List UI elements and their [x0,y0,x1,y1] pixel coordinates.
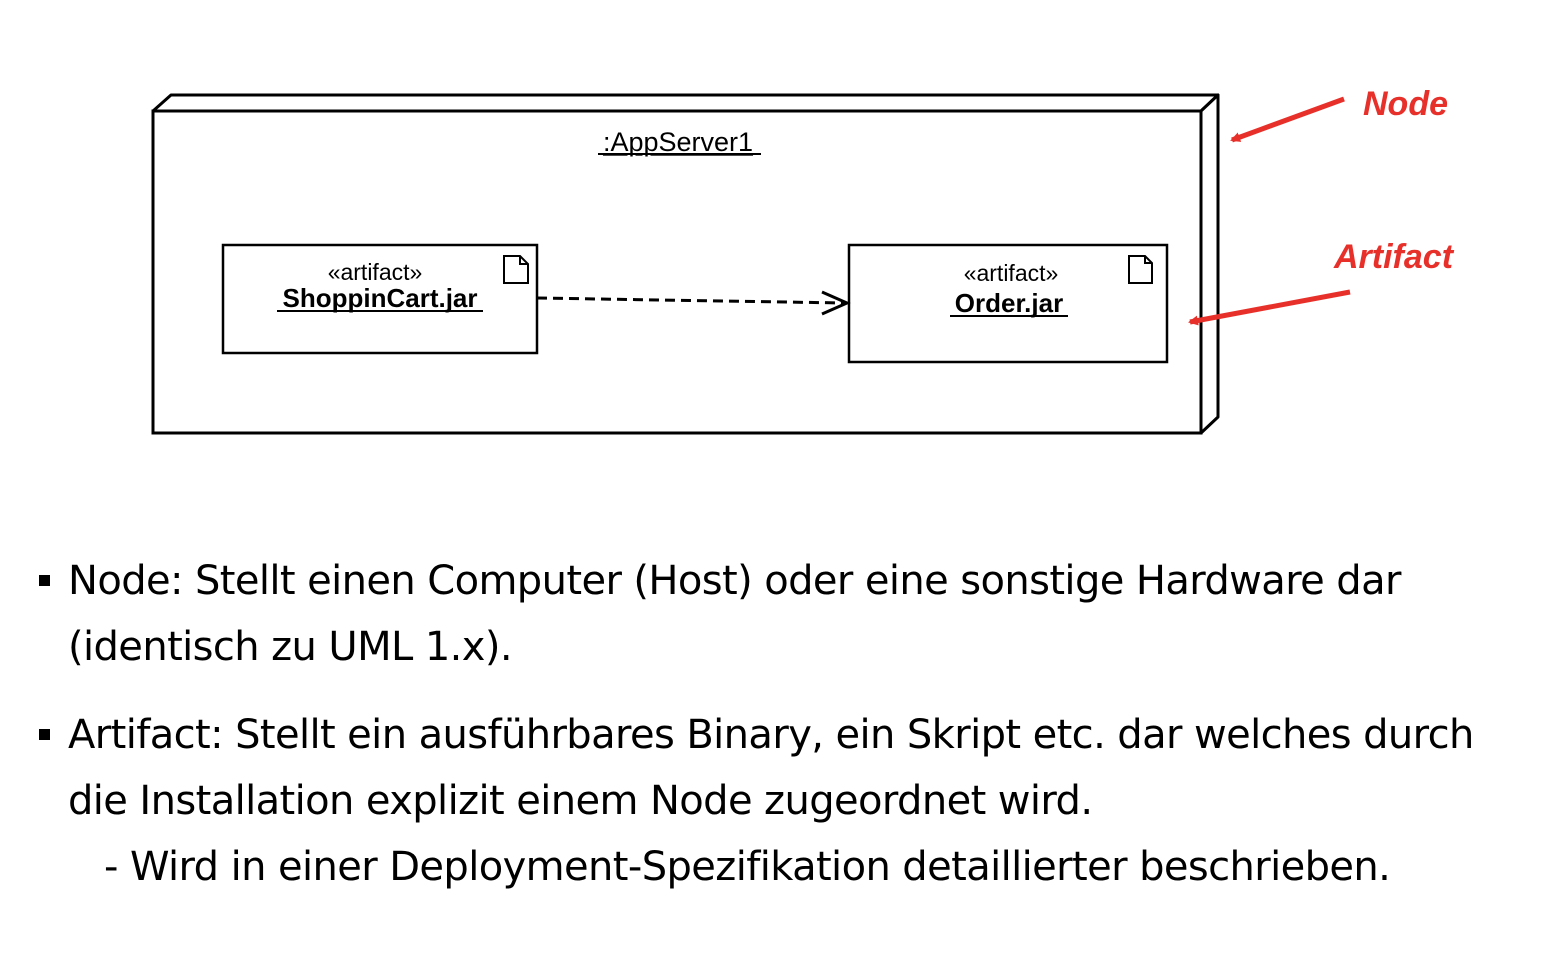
bullet-square-icon [39,575,50,586]
bullet-square-icon [39,729,50,740]
callout-node-arrow [1230,96,1345,143]
dependency-arrow [536,290,851,316]
callout-artifact: Artifact [1188,238,1455,326]
artifact-box [847,243,1169,364]
artifact-name: Order.jar [955,288,1063,318]
bullet-text: Node: Stellt einen Computer (Host) oder … [68,558,1401,670]
artifact-shoppincart: «artifact» ShoppinCart.jar [221,243,539,355]
bullet-artifact: Artifact: Stellt ein ausführbares Binary… [36,702,1516,900]
dependency-line [536,296,846,305]
node-side-face [1199,93,1220,435]
bullet-node: Node: Stellt einen Computer (Host) oder … [36,548,1516,680]
deployment-diagram: :AppServer1 «artifact» ShoppinCart.jar «… [151,85,1455,435]
artifact-name: ShoppinCart.jar [282,283,477,313]
artifact-box [221,243,539,355]
callout-node: Node [1230,85,1448,143]
artifact-stereotype: «artifact» [328,259,423,285]
bullet-subtext: - Wird in einer Deployment-Spezifikation… [104,844,1391,890]
callout-artifact-arrow [1188,289,1351,326]
callout-artifact-label: Artifact [1333,238,1455,276]
artifact-stereotype: «artifact» [964,260,1059,286]
dependency-arrowhead [821,290,851,316]
node-top-face [151,93,1220,113]
node-name: :AppServer1 [603,127,753,157]
document-icon [503,255,529,284]
callout-node-label: Node [1363,85,1448,123]
bullet-text: Artifact: Stellt ein ausführbares Binary… [68,712,1474,824]
bullet-list: Node: Stellt einen Computer (Host) oder … [36,548,1516,922]
document-icon [1128,255,1153,284]
artifact-order: «artifact» Order.jar [847,243,1169,364]
